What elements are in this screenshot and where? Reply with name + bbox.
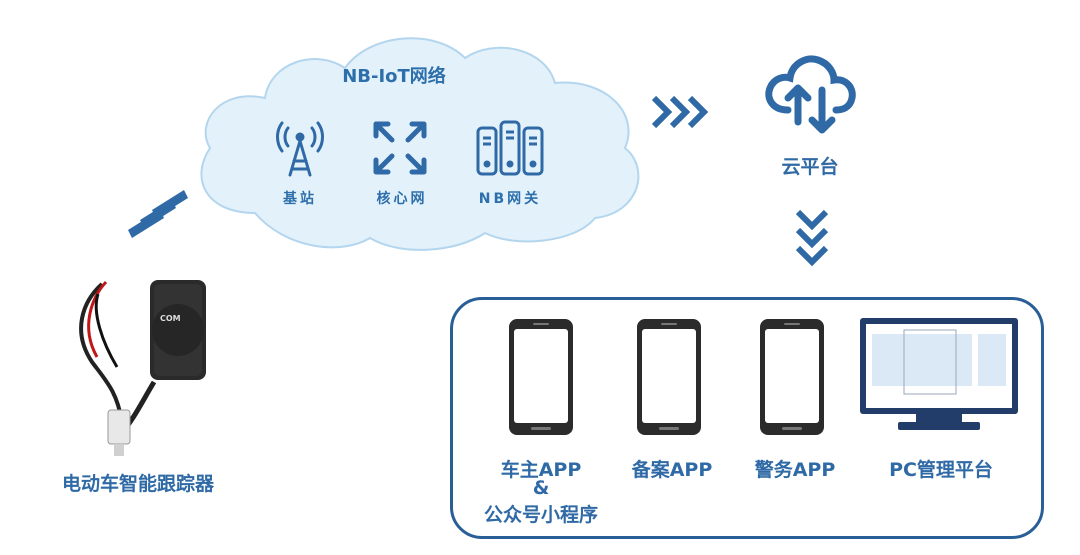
nb-gateway-label: NB网关: [478, 191, 542, 207]
mini-program-label: 公众号小程序: [483, 504, 598, 526]
down-chevrons-icon: [795, 209, 829, 267]
device-brand: COM: [160, 314, 181, 323]
server-rack-icon: [476, 120, 544, 176]
base-station-label: 基站: [283, 191, 317, 207]
owner-app-label: 车主APP: [500, 459, 582, 481]
cloud-platform-label: 云平台: [781, 156, 839, 178]
smartphone-icon: [760, 319, 824, 435]
pc-platform-label: PC管理平台: [889, 459, 993, 481]
antenna-tower-icon: [276, 121, 324, 177]
uplink-chevrons-icon: [128, 190, 188, 238]
network-cloud: [200, 37, 640, 251]
police-app-label: 警务APP: [754, 459, 836, 481]
core-network-label: 核心网: [376, 191, 428, 207]
cloud-title: NB-IoT网络: [342, 66, 446, 87]
smartphone-icon: [509, 319, 573, 435]
expand-arrows-icon: [373, 121, 427, 175]
filing-app-label: 备案APP: [631, 459, 713, 481]
owner-app-ampersand: &: [532, 477, 550, 499]
cloud-sync-icon: [765, 55, 856, 134]
tracker-device-image: [79, 280, 206, 456]
monitor-icon: [860, 318, 1018, 430]
endpoints-panel: [450, 297, 1044, 539]
right-chevrons-icon: [651, 95, 709, 129]
device-label: 电动车智能跟踪器: [61, 473, 214, 495]
smartphone-icon: [637, 319, 701, 435]
